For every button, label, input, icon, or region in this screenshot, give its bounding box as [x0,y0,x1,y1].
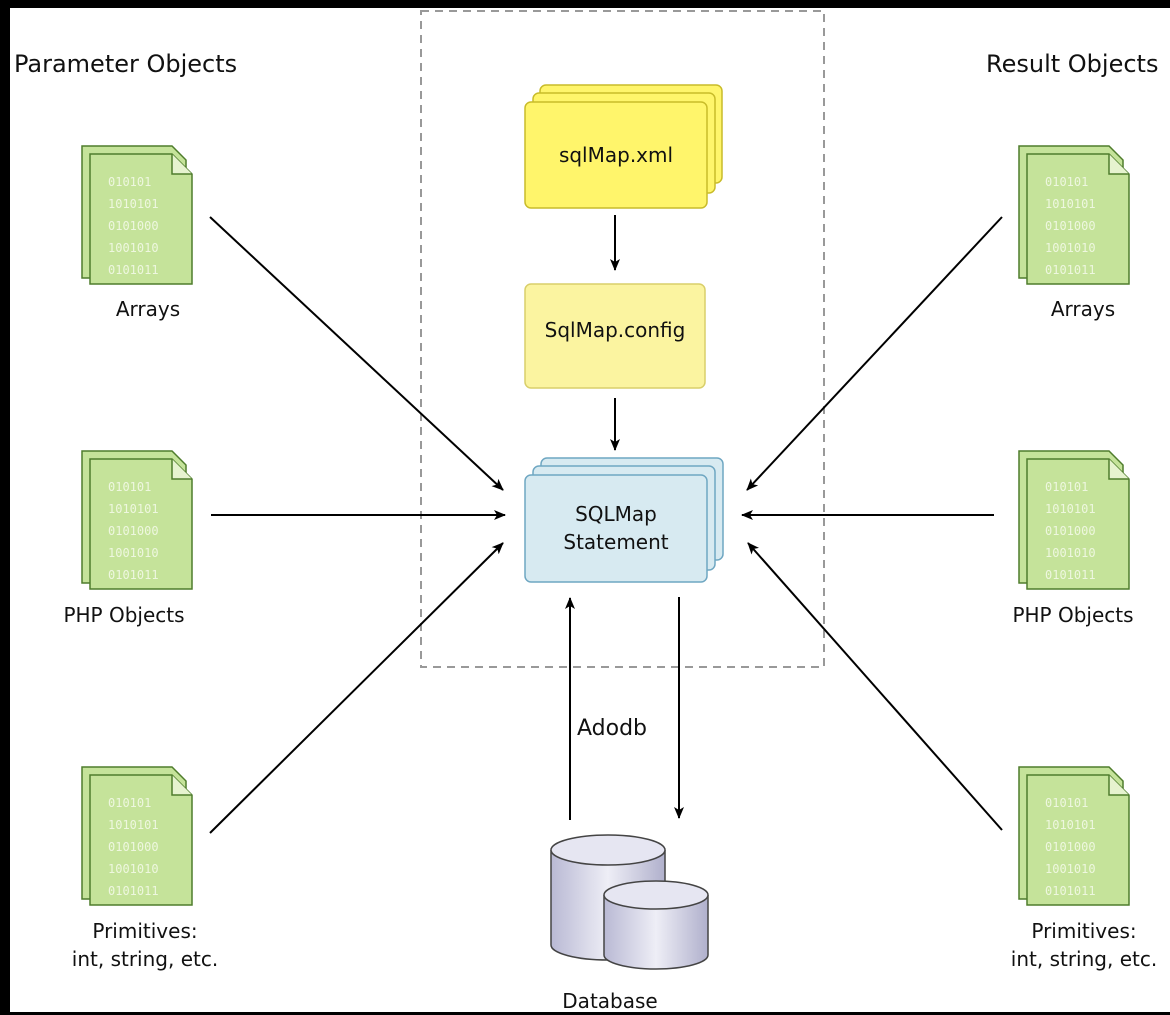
file-icon-binary-text: 1001010 [108,546,159,560]
arrow-result-arrays [746,216,1003,491]
file-icon-binary-text: 0101000 [1045,219,1096,233]
file-icon-binary-text: 0101000 [108,219,159,233]
file-icon-binary-text: 0101011 [1045,884,1096,898]
result-php-objects-label: PHP Objects [1012,603,1134,627]
sqlmap-xml-label: sqlMap.xml [558,143,674,167]
file-icon-binary-text: 1001010 [1045,862,1096,876]
arrow-result-primitives [747,542,1003,831]
database-cylinder-icon [550,834,709,970]
binary-file-icon: 010101 1010101 0101000 1001010 0101011 [81,450,193,590]
file-icon-binary-text: 010101 [1045,480,1088,494]
param-php-objects-label: PHP Objects [63,603,185,627]
file-icon-binary-text: 010101 [1045,175,1088,189]
file-icon-binary-text: 1001010 [108,241,159,255]
file-icon-binary-text: 1001010 [1045,241,1096,255]
file-icon-binary-text: 1010101 [1045,197,1096,211]
file-icon-binary-text: 1010101 [108,197,159,211]
param-arrays-label: Arrays [115,297,181,321]
sqlmap-config-label: SqlMap.config [544,318,686,342]
binary-file-icon: 010101 1010101 0101000 1001010 0101011 [1018,145,1130,285]
binary-file-icon: 010101 1010101 0101000 1001010 0101011 [1018,450,1130,590]
file-icon-binary-text: 1010101 [108,502,159,516]
file-icon-binary-text: 1010101 [1045,502,1096,516]
file-icon-binary-text: 0101000 [1045,840,1096,854]
sqlmap-statement-box [524,457,724,583]
result-objects-heading: Result Objects [986,50,1159,78]
sqlmap-config-box [524,283,706,389]
file-icon-binary-text: 010101 [1045,796,1088,810]
parameter-objects-heading: Parameter Objects [14,50,238,78]
file-icon-binary-text: 1010101 [108,818,159,832]
file-icon-binary-text: 0101011 [108,263,159,277]
file-icon-binary-text: 0101011 [1045,263,1096,277]
file-icon-binary-text: 010101 [108,480,151,494]
file-icon-binary-text: 010101 [108,796,151,810]
file-icon-binary-text: 0101011 [108,884,159,898]
sqlmap-xml-box [524,84,723,209]
file-icon-binary-text: 0101000 [108,524,159,538]
adodb-label: Adodb [576,716,648,741]
file-icon-binary-text: 0101011 [1045,568,1096,582]
result-arrays-label: Arrays [1050,297,1116,321]
file-icon-binary-text: 0101011 [108,568,159,582]
file-icon-binary-text: 1010101 [1045,818,1096,832]
file-icon-binary-text: 010101 [108,175,151,189]
arrow-param-arrays [209,216,504,491]
sqlmap-boundary [420,10,825,668]
sqlmap-statement-label: SQLMap Statement [563,502,669,554]
database-label: Database [562,989,658,1013]
arrow-param-primitives [209,542,504,834]
file-icons: 0101011010101010100010010100101011010101… [81,145,1130,906]
result-primitives-label: Primitives: int, string, etc. [1010,919,1158,971]
file-icon-binary-text: 0101000 [1045,524,1096,538]
file-icon-binary-text: 1001010 [1045,546,1096,560]
file-icon-binary-text: 0101000 [108,840,159,854]
binary-file-icon: 010101 1010101 0101000 1001010 0101011 [1018,766,1130,906]
param-primitives-label: Primitives: int, string, etc. [71,919,219,971]
file-icon-binary-text: 1001010 [108,862,159,876]
binary-file-icon: 010101 1010101 0101000 1001010 0101011 [81,145,193,285]
binary-file-icon: 010101 1010101 0101000 1001010 0101011 [81,766,193,906]
